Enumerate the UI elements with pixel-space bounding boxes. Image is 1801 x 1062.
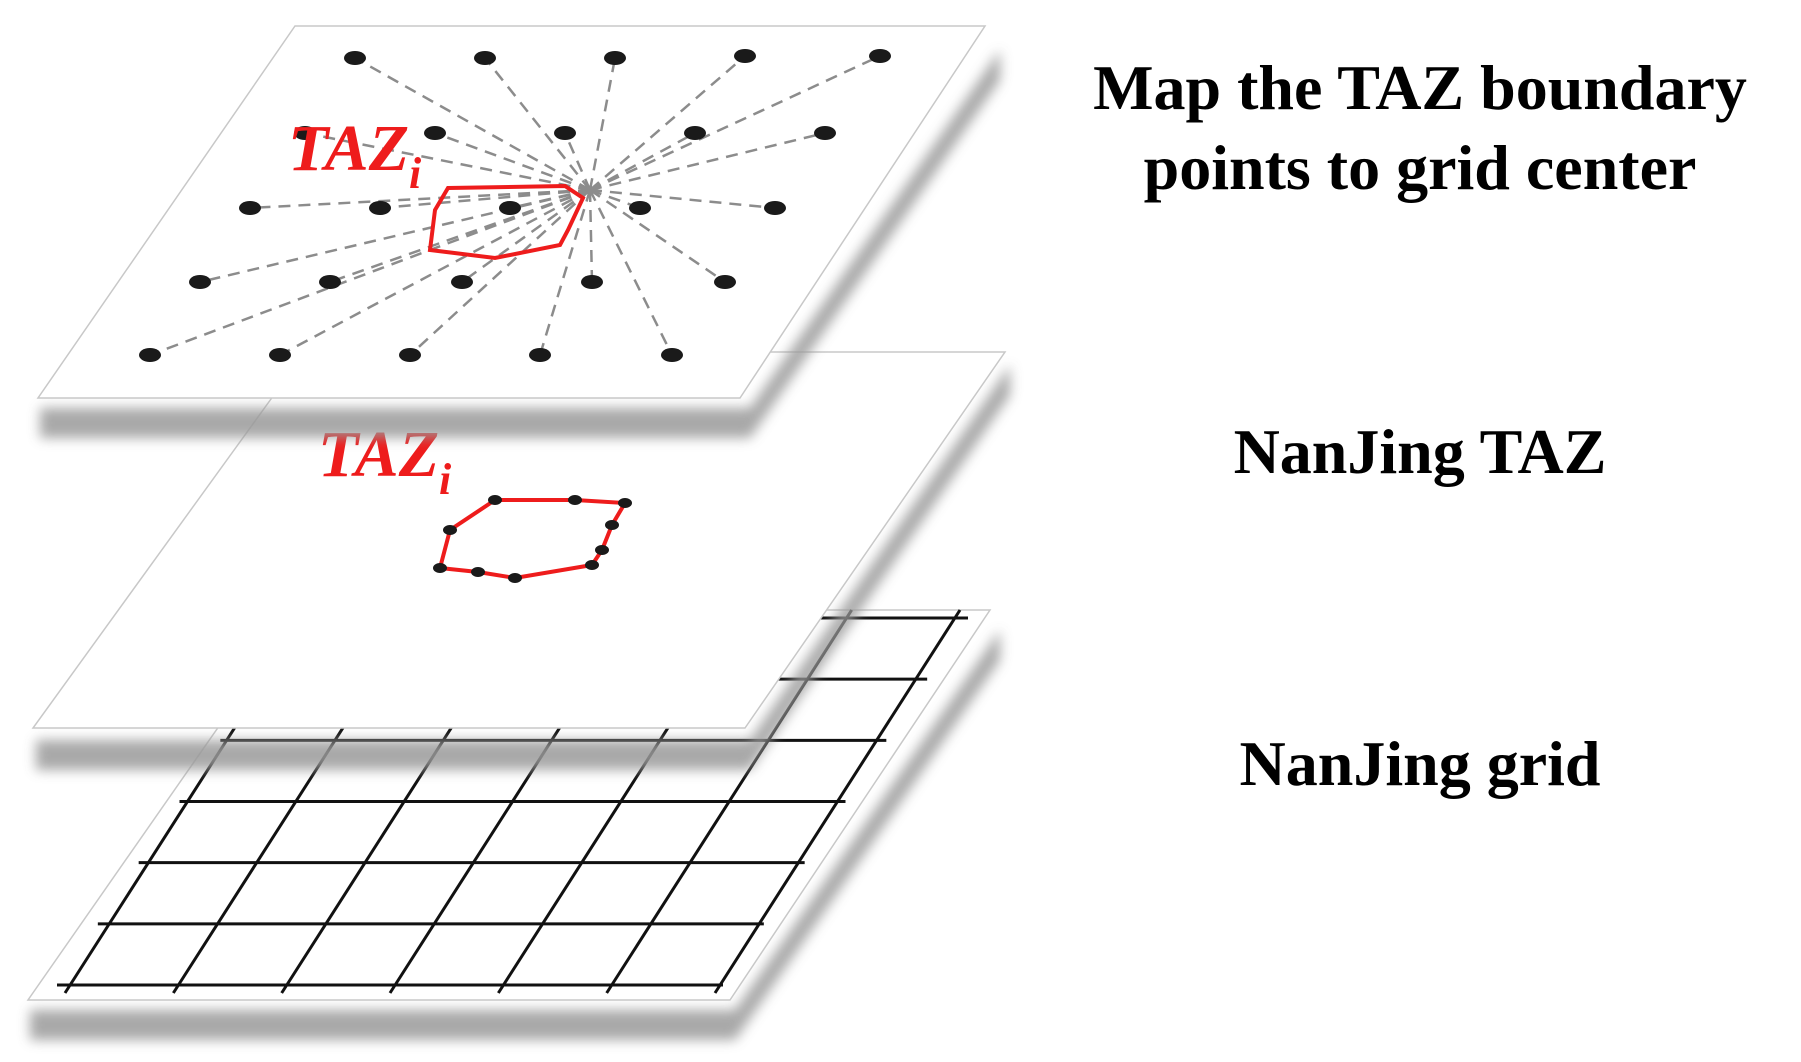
grid-center-point bbox=[529, 348, 551, 362]
mapping-dashed-lines bbox=[149, 54, 881, 357]
grid-center-point bbox=[139, 348, 161, 362]
grid-center-point bbox=[424, 126, 446, 140]
grid-center-point bbox=[684, 126, 706, 140]
mapping-dashed-line bbox=[589, 188, 726, 284]
mapping-dashed-line bbox=[461, 188, 591, 284]
taz-boundary-projected bbox=[427, 183, 586, 261]
taz-label-top: TAZi bbox=[288, 112, 422, 198]
caption-mapping-step: Map the TAZ boundary points to grid cent… bbox=[1060, 48, 1780, 208]
grid-center-point bbox=[269, 348, 291, 362]
mapping-hub-point bbox=[586, 186, 594, 194]
taz-layer-plane bbox=[31, 351, 1007, 729]
mapping-dashed-line bbox=[589, 54, 881, 192]
caption-grid-layer: NanJing grid bbox=[1239, 728, 1601, 799]
grid-center-point bbox=[869, 49, 891, 63]
boundary-point bbox=[618, 498, 632, 508]
grid-center-point bbox=[399, 348, 421, 362]
grid-center-points bbox=[139, 49, 891, 362]
grid-center-point bbox=[451, 275, 473, 289]
boundary-point bbox=[508, 573, 522, 583]
grid-center-point bbox=[319, 275, 341, 289]
grid-center-point bbox=[764, 201, 786, 215]
grid-center-point bbox=[189, 275, 211, 289]
mapping-dashed-line bbox=[304, 131, 591, 192]
mapping-dashed-line bbox=[563, 132, 592, 191]
grid-center-point bbox=[369, 201, 391, 215]
mapping-dashed-line bbox=[588, 189, 594, 283]
grid-center-point bbox=[661, 348, 683, 362]
grid-center-point bbox=[554, 126, 576, 140]
grid-center-point bbox=[499, 201, 521, 215]
grid-center-point bbox=[239, 201, 261, 215]
mapping-dashed-line bbox=[589, 188, 776, 210]
caption-taz-layer: NanJing TAZ bbox=[1233, 416, 1607, 487]
grid-center-point bbox=[604, 51, 626, 65]
mapping-dashed-line bbox=[149, 188, 591, 357]
grid-center-point bbox=[814, 126, 836, 140]
mapping-dashed-line bbox=[354, 56, 591, 192]
grid-center-point bbox=[474, 51, 496, 65]
taz-boundary-points bbox=[433, 495, 632, 583]
grid-column-line bbox=[713, 609, 962, 994]
mapping-dashed-line bbox=[379, 188, 591, 210]
mapping-dashed-line bbox=[409, 189, 591, 356]
mapping-dashed-line bbox=[589, 55, 746, 191]
mapping-dashed-line bbox=[588, 57, 617, 191]
boundary-point bbox=[605, 520, 619, 530]
grid-center-point bbox=[714, 275, 736, 289]
grid-center-point bbox=[344, 51, 366, 65]
boundary-point bbox=[488, 495, 502, 505]
mapping-dashed-line bbox=[199, 188, 591, 284]
mapping-dashed-line bbox=[434, 131, 591, 192]
boundary-point bbox=[568, 495, 582, 505]
caption-mapping-line-2: points to grid center bbox=[1143, 132, 1697, 203]
mapping-dashed-line bbox=[588, 189, 674, 356]
boundary-point bbox=[585, 560, 599, 570]
grid-center-point bbox=[734, 49, 756, 63]
boundary-point bbox=[433, 563, 447, 573]
grid-center-point bbox=[294, 126, 316, 140]
caption-mapping-line-1: Map the TAZ boundary bbox=[1093, 52, 1747, 123]
mapping-dashed-line bbox=[484, 57, 591, 191]
mapping-dashed-line bbox=[249, 188, 591, 210]
grid-center-point bbox=[629, 201, 651, 215]
boundary-point bbox=[443, 525, 457, 535]
mapping-dashed-line bbox=[538, 189, 592, 356]
mapping-layer: TAZi bbox=[36, 25, 1000, 438]
mapping-dashed-line bbox=[589, 131, 826, 192]
grid-center-point bbox=[581, 275, 603, 289]
boundary-point bbox=[471, 567, 485, 577]
boundary-point bbox=[595, 545, 609, 555]
